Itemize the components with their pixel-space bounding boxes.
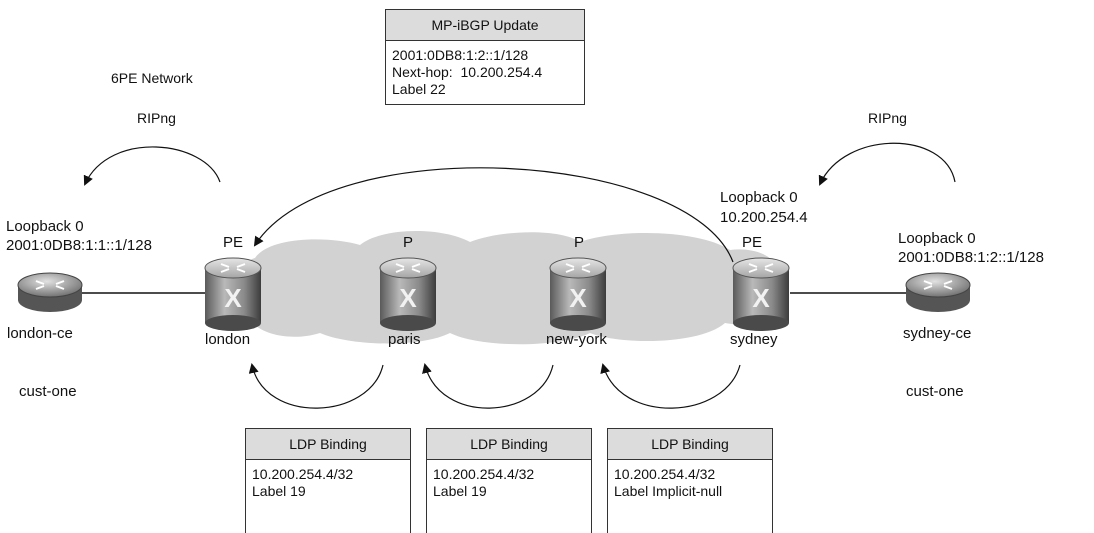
svg-text:X: X [224, 283, 242, 313]
ripng-arrow-right [818, 142, 956, 186]
ldp-binding-label: Label Implicit-null [614, 483, 723, 499]
mpls-cloud [235, 231, 777, 345]
ripng-arrow-left [83, 146, 221, 186]
mpbgp-update-header: MP-iBGP Update [386, 10, 584, 41]
network-title: 6PE Network [111, 70, 193, 86]
sydney-ce-router-icon [905, 272, 971, 312]
ldp-binding-box-3: LDP Binding 10.200.254.4/32 Label Implic… [607, 428, 773, 533]
ldp-binding-prefix: 10.200.254.4/32 [614, 466, 716, 482]
sydney-router-icon: X [732, 257, 790, 331]
mpbgp-update-box: MP-iBGP Update 2001:0DB8:1:2::1/128 Next… [385, 9, 585, 105]
london-ce-router-icon [17, 272, 83, 312]
new-york-router-icon: X [549, 257, 607, 331]
ldp-binding-box-1: LDP Binding 10.200.254.4/32 Label 19 [245, 428, 411, 533]
ldp-binding-header: LDP Binding [246, 429, 410, 460]
mpbgp-arc-arrow [253, 167, 734, 263]
ripng-label-right: RIPng [868, 110, 907, 126]
ldp-arrow-sydney-newyork [600, 363, 741, 409]
mpbgp-update-body: 2001:0DB8:1:2::1/128 Next-hop: 10.200.25… [386, 41, 584, 104]
svg-text:X: X [399, 283, 417, 313]
svg-text:X: X [569, 283, 587, 313]
sydney-ce-address: 2001:0DB8:1:2::1/128 [898, 249, 1044, 266]
paris-role: P [403, 234, 414, 251]
sydney-ce-name: sydney-ce [903, 325, 972, 342]
ldp-binding-body: 10.200.254.4/32 Label 19 [427, 460, 591, 506]
london-ce-loopback: Loopback 0 [6, 218, 84, 235]
new-york-role: P [574, 234, 585, 251]
ldp-binding-header: LDP Binding [608, 429, 772, 460]
ldp-binding-label: Label 19 [433, 483, 487, 499]
mpbgp-next-hop: Next-hop: 10.200.254.4 [392, 64, 543, 80]
new-york-name: new-york [546, 331, 607, 348]
sydney-loopback: Loopback 0 [720, 189, 798, 206]
mpbgp-label: Label 22 [392, 81, 446, 97]
ldp-binding-header: LDP Binding [427, 429, 591, 460]
paris-router-icon: X [379, 257, 437, 331]
ldp-arrow-newyork-paris [422, 363, 554, 409]
london-role: PE [223, 234, 244, 251]
ldp-arrow-paris-london [248, 363, 384, 409]
london-ce-customer: cust-one [19, 383, 77, 400]
svg-text:X: X [752, 283, 770, 313]
ldp-binding-body: 10.200.254.4/32 Label Implicit-null [608, 460, 772, 506]
sydney-role: PE [742, 234, 763, 251]
london-ce-name: london-ce [7, 325, 73, 342]
paris-name: paris [388, 331, 421, 348]
ripng-label-left: RIPng [137, 110, 176, 126]
london-name: london [205, 331, 251, 348]
sydney-ce-customer: cust-one [906, 383, 964, 400]
sydney-address: 10.200.254.4 [720, 209, 808, 226]
sydney-name: sydney [730, 331, 778, 348]
mpbgp-prefix: 2001:0DB8:1:2::1/128 [392, 47, 529, 63]
ldp-binding-label: Label 19 [252, 483, 306, 499]
ldp-binding-box-2: LDP Binding 10.200.254.4/32 Label 19 [426, 428, 592, 533]
london-ce-address: 2001:0DB8:1:1::1/128 [6, 237, 152, 254]
ldp-binding-prefix: 10.200.254.4/32 [252, 466, 354, 482]
london-router-icon: X [204, 257, 262, 331]
sydney-ce-loopback: Loopback 0 [898, 230, 976, 247]
ldp-binding-prefix: 10.200.254.4/32 [433, 466, 535, 482]
ldp-binding-body: 10.200.254.4/32 Label 19 [246, 460, 410, 506]
